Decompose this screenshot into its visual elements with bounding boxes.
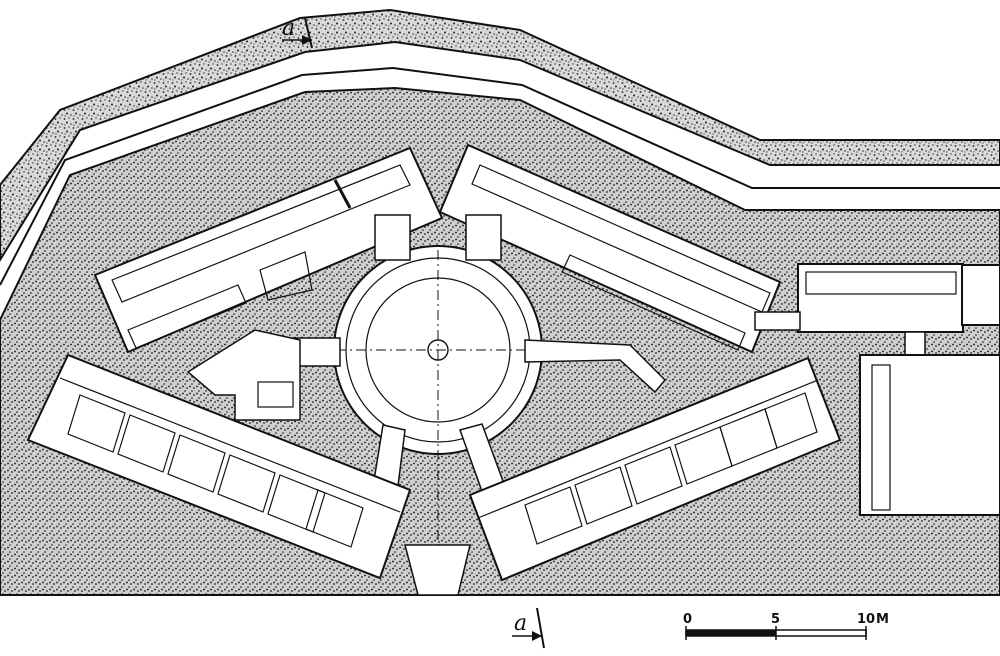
left-annex [186, 329, 301, 421]
inner-wall-line [0, 66, 1000, 286]
outer-wall-band [0, 8, 1000, 262]
south-entrance [404, 544, 471, 596]
section-marker-top: a [282, 16, 313, 49]
east-building-lower [859, 354, 1000, 516]
lower-left-cells [67, 394, 364, 548]
lower-right-wing [468, 356, 842, 582]
lower-left-wing [26, 353, 412, 580]
lower-right-cells [524, 392, 818, 545]
upper-left-wing [93, 146, 444, 354]
scale-tick-10: 10 [857, 612, 875, 627]
scale-tick-0: 0 [683, 612, 692, 627]
connector-corridors [284, 214, 667, 511]
section-label-bottom: a [514, 611, 527, 636]
scale-tick-5: 5 [771, 612, 780, 627]
scale-unit: M [876, 612, 889, 627]
scale-bar: 0 5 10 M [683, 612, 889, 640]
east-building-upper [754, 263, 1000, 358]
section-label-top: a [282, 16, 295, 41]
section-marker-bottom: a [512, 607, 545, 649]
